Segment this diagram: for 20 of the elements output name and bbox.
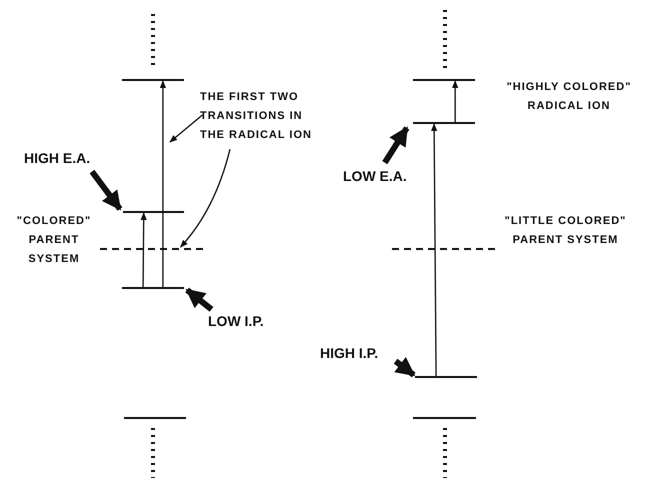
energy-label: LOW E.A. (343, 168, 419, 186)
pointer-arrow (382, 126, 410, 164)
system-label: "HIGHLY COLORED" RADICAL ION (506, 80, 632, 114)
pointer-arrow (90, 170, 122, 211)
energy-label: LOW I.P. (208, 313, 278, 331)
annotation-text: THE FIRST TWO TRANSITIONS IN THE RADICAL ION (200, 88, 320, 148)
pointer-arrow (394, 356, 416, 378)
leader-line (169, 114, 203, 142)
transition-arrow (160, 80, 166, 287)
system-label: "COLORED" PARENT SYSTEM (16, 214, 92, 267)
dashed-energy-level (392, 248, 496, 250)
energy-label: HIGH I.P. (320, 345, 392, 363)
pointer-arrow (185, 288, 214, 312)
energy-label: HIGH E.A. (24, 150, 104, 168)
transition-arrow (452, 80, 458, 122)
transition-arrow (431, 123, 438, 376)
dashed-energy-level (100, 248, 206, 250)
leader-line (180, 149, 231, 248)
system-label: "LITTLE COLORED" PARENT SYSTEM (504, 214, 628, 248)
transition-arrow (140, 212, 147, 287)
